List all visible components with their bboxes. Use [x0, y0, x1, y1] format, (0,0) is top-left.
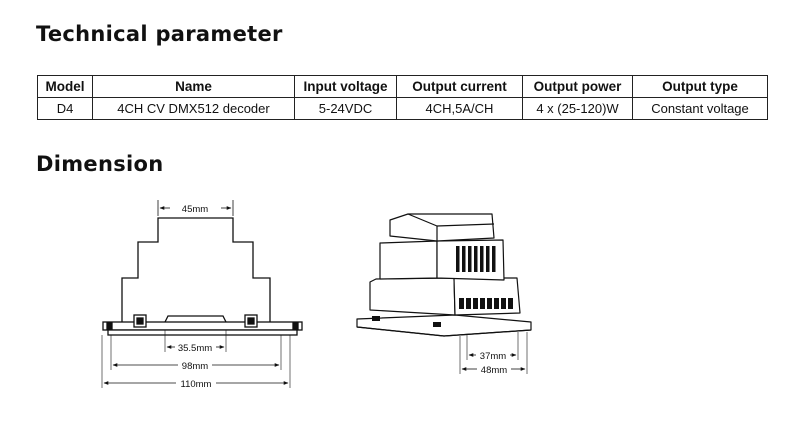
spec-table: Model Name Input voltage Output current …: [37, 75, 768, 120]
dimension-title: Dimension: [36, 152, 164, 176]
dim-mount-spacing: 35.5mm: [166, 343, 225, 354]
iso-terminals: [372, 298, 513, 327]
col-output-type: Output type: [632, 75, 768, 98]
dim-total-width: 110mm: [103, 379, 289, 390]
technical-parameter-title: Technical parameter: [36, 22, 283, 46]
front-extension-lines: [101, 330, 291, 388]
dim-label-98mm: 98mm: [182, 361, 208, 372]
dim-label-110mm: 110mm: [181, 379, 212, 390]
dim-label-45mm: 45mm: [182, 204, 208, 215]
col-output-power: Output power: [522, 75, 633, 98]
iso-vents: [456, 246, 496, 272]
cell-output-power: 4 x (25-120)W: [522, 97, 633, 120]
dim-label-37mm: 37mm: [480, 351, 506, 362]
spec-header-row: Model Name Input voltage Output current …: [37, 75, 768, 98]
dim-iso-outer-width: 48mm: [461, 365, 526, 376]
dim-label-48mm: 48mm: [481, 365, 507, 376]
cell-name: 4CH CV DMX512 decoder: [92, 97, 295, 120]
cell-output-type: Constant voltage: [632, 97, 768, 120]
table-row: D4 4CH CV DMX512 decoder 5-24VDC 4CH,5A/…: [37, 97, 768, 120]
cell-model: D4: [37, 97, 93, 120]
front-view-drawing: [102, 217, 303, 336]
dim-iso-inner-width: 37mm: [468, 351, 517, 362]
col-model: Model: [37, 75, 93, 98]
dim-label-35-5mm: 35.5mm: [178, 343, 212, 354]
dim-top-width: 45mm: [157, 200, 234, 216]
iso-extension-lines: [459, 332, 528, 374]
isometric-view-drawing: [356, 213, 532, 337]
cell-output-current: 4CH,5A/CH: [396, 97, 523, 120]
dim-body-width: 98mm: [112, 361, 280, 372]
